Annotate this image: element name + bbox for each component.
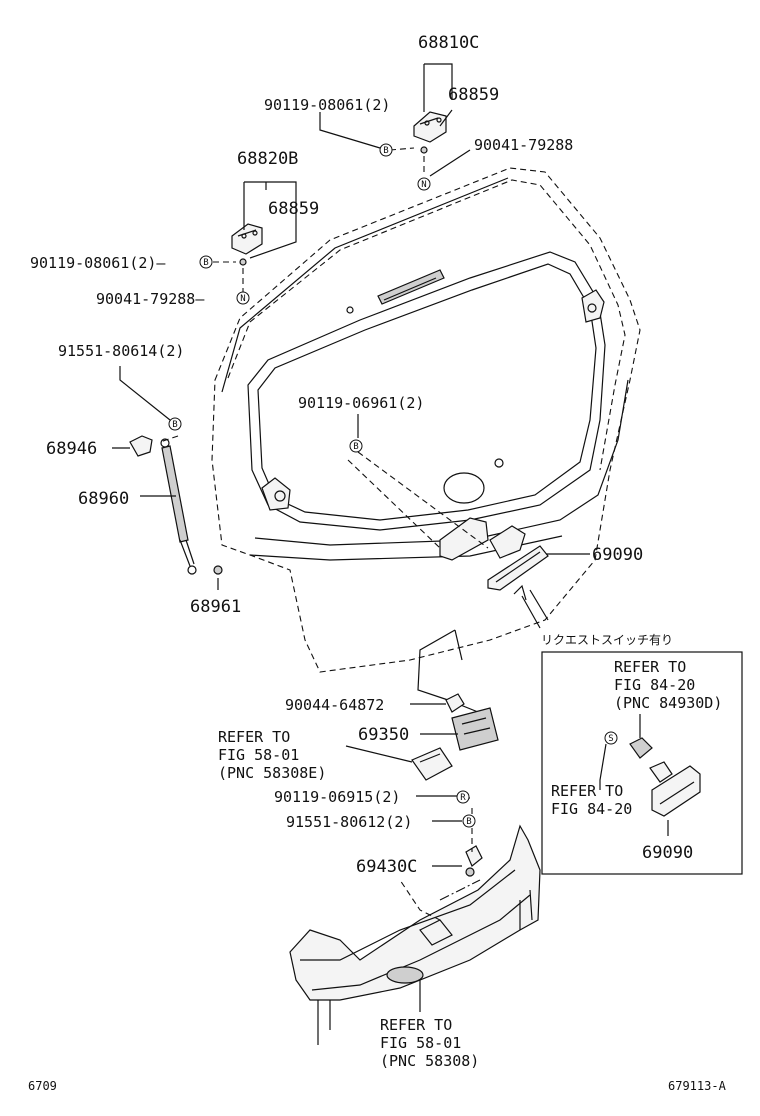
svg-text:R: R: [460, 793, 466, 803]
leader-lines: [112, 63, 590, 1012]
svg-text:REFER TO: REFER TO: [614, 658, 686, 676]
label-90044-64872: 90044-64872: [285, 696, 384, 714]
label-68961: 68961: [190, 597, 241, 617]
svg-text:FIG 58-01: FIG 58-01: [218, 746, 299, 764]
symbol-n-2: N: [236, 291, 250, 305]
dash-handle-1: [357, 451, 489, 549]
label-69430C: 69430C: [356, 857, 417, 877]
svg-text:(PNC 58308): (PNC 58308): [380, 1052, 479, 1070]
symbol-b-5: B: [462, 814, 476, 828]
label-90119-06961: 90119-06961(2): [298, 394, 424, 412]
inset-title: リクエストスイッチ有り: [541, 633, 673, 647]
symbol-markers: B N B N B B R B S: [168, 143, 618, 828]
symbol-b-1: B: [379, 143, 393, 157]
request-switch-inset: リクエストスイッチ有り REFER TO FIG 84-20 (PNC 8493…: [541, 633, 743, 875]
label-68859-b: 68859: [268, 199, 319, 219]
label-68859-a: 68859: [448, 85, 499, 105]
symbol-r-1: R: [456, 790, 470, 804]
svg-text:B: B: [172, 420, 177, 430]
svg-text:FIG 84-20: FIG 84-20: [614, 676, 695, 694]
reference-fig-84-20-84930D: REFER TO FIG 84-20 (PNC 84930D): [614, 658, 722, 712]
svg-text:(PNC 58308E): (PNC 58308E): [218, 764, 326, 782]
label-90041-79288-b: 90041-79288—: [96, 290, 205, 308]
label-90119-08061-b: 90119-08061(2)—: [30, 254, 166, 272]
dash-hinge-r: [389, 147, 415, 151]
svg-text:(PNC 84930D): (PNC 84930D): [614, 694, 722, 712]
reference-fig-84-20: REFER TO FIG 84-20: [551, 782, 632, 818]
label-69090-inset: 69090: [642, 843, 693, 863]
symbol-b-3: B: [168, 417, 182, 431]
footer-left-code: 6709: [28, 1079, 57, 1093]
svg-text:B: B: [353, 442, 358, 452]
hinge-right-68810C: [413, 111, 447, 154]
label-90119-06915: 90119-06915(2): [274, 788, 400, 806]
label-68960: 68960: [78, 489, 129, 509]
label-69090-main: 69090: [592, 545, 643, 565]
svg-text:S: S: [608, 734, 613, 744]
label-69350: 69350: [358, 725, 409, 745]
svg-text:B: B: [203, 258, 208, 268]
symbol-s-1: S: [604, 731, 618, 745]
striker-69430C: [465, 845, 483, 877]
label-90119-08061-a: 90119-08061(2): [264, 96, 390, 114]
back-panel-lower: [289, 824, 541, 1045]
svg-text:B: B: [466, 817, 471, 827]
label-91551-80614: 91551-80614(2): [58, 342, 184, 360]
dash-lower-2: [439, 879, 481, 901]
arrow-to-handle: [513, 584, 549, 629]
label-68820B: 68820B: [237, 149, 298, 169]
label-68810C: 68810C: [418, 33, 479, 53]
label-91551-80612: 91551-80612(2): [286, 813, 412, 831]
label-90041-79288-a: 90041-79288: [474, 136, 573, 154]
svg-text:FIG 58-01: FIG 58-01: [380, 1034, 461, 1052]
reference-fig-58-01-58308: REFER TO FIG 58-01 (PNC 58308): [380, 1016, 479, 1070]
hinge-left-68820B: [231, 223, 263, 266]
svg-text:REFER TO: REFER TO: [551, 782, 623, 800]
svg-text:B: B: [383, 146, 388, 156]
part-labels: 68810C 68859 90119-08061(2) 90041-79288 …: [30, 33, 643, 877]
back-door-stay-68960: [129, 435, 223, 575]
symbol-b-2: B: [199, 255, 213, 269]
svg-text:REFER TO: REFER TO: [380, 1016, 452, 1034]
symbol-n-1: N: [417, 177, 431, 191]
dash-lower: [399, 879, 441, 921]
dash-stay: [159, 435, 179, 443]
symbol-b-4: B: [349, 439, 363, 453]
svg-text:N: N: [421, 180, 426, 190]
dash-handle-2: [347, 459, 441, 549]
label-68946: 68946: [46, 439, 97, 459]
reference-fig-58-01-58308E: REFER TO FIG 58-01 (PNC 58308E): [218, 728, 326, 782]
svg-text:REFER TO: REFER TO: [218, 728, 290, 746]
footer-right-code: 679113-A: [668, 1079, 727, 1093]
svg-text:FIG 84-20: FIG 84-20: [551, 800, 632, 818]
svg-text:N: N: [240, 294, 245, 304]
door-handle-69090: [439, 517, 549, 591]
back-door-panel: [211, 167, 641, 673]
lock-assembly-69350: [411, 629, 499, 781]
